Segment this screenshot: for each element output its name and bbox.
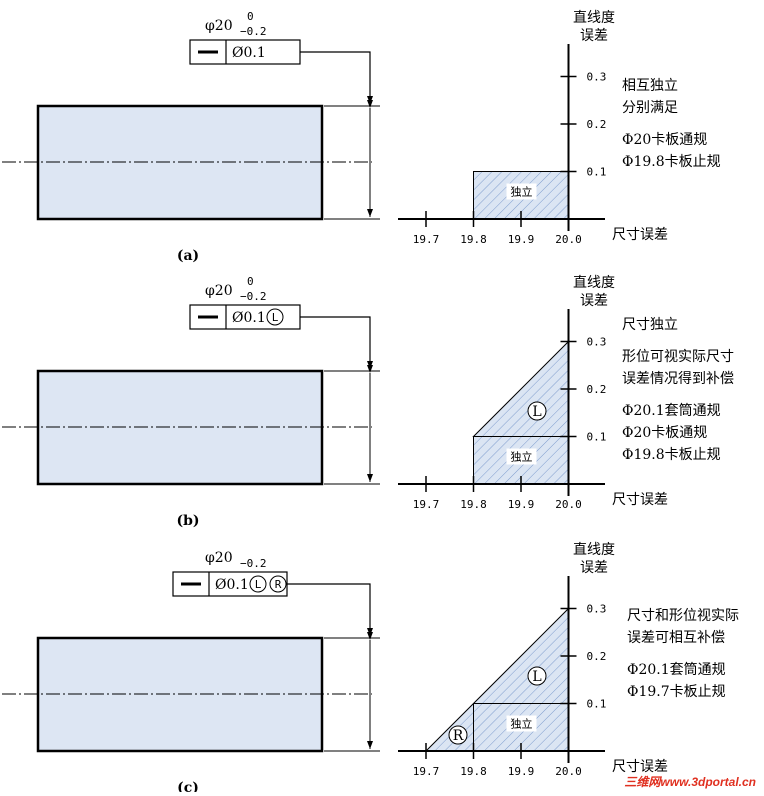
- x-tick-label: 20.0: [555, 233, 582, 246]
- note-line: 误差可相互补偿: [627, 630, 725, 646]
- note-line: Φ20卡板通规: [622, 132, 707, 148]
- fcf-leader: [300, 316, 373, 369]
- x-tick-label: 20.0: [555, 498, 582, 511]
- dimension-upper-deviation: 0: [247, 10, 254, 23]
- modifier-L-label: L: [255, 578, 262, 591]
- zone-label-independent: 独立: [511, 717, 533, 731]
- y-axis-title: 直线度: [573, 9, 615, 26]
- panel-caption: (b): [176, 513, 199, 529]
- zone-label-independent: 独立: [511, 450, 533, 464]
- fcf-leader: [300, 51, 373, 104]
- y-tick-label: 0.3: [587, 71, 607, 84]
- note-line: Φ20卡板通规: [622, 425, 707, 441]
- x-tick-label: 19.9: [508, 233, 535, 246]
- y-tick-label: 0.3: [587, 336, 607, 349]
- note-line: 尺寸独立: [622, 317, 678, 333]
- x-axis-title: 尺寸误差: [612, 492, 668, 508]
- x-tick-label: 20.0: [555, 765, 582, 778]
- y-axis-title: 直线度: [573, 541, 615, 558]
- zone-lmc-icon: [527, 401, 547, 421]
- y-axis-title-line2: 误差: [580, 293, 608, 309]
- note-line: Φ19.8卡板止规: [622, 447, 721, 463]
- modifier-L-icon: [249, 575, 267, 593]
- dimension-base: φ20: [205, 283, 233, 299]
- y-tick-label: 0.2: [587, 118, 607, 131]
- y-tick-label: 0.2: [587, 650, 607, 663]
- zone-label-bg: [506, 448, 537, 465]
- zone-lmc-icon: [527, 666, 547, 686]
- modifier-R-label: R: [275, 578, 282, 591]
- y-axis-title: 直线度: [573, 274, 615, 291]
- x-tick-label: 19.8: [460, 233, 487, 246]
- note-line: 分别满足: [622, 100, 678, 116]
- dimension-base: φ20: [205, 550, 233, 566]
- zone-label-lmc: L: [532, 404, 541, 420]
- y-tick-label: 0.1: [587, 166, 607, 179]
- x-axis-title: 尺寸误差: [612, 759, 668, 775]
- y-tick-label: 0.3: [587, 603, 607, 616]
- dimension-upper-deviation: 0: [247, 275, 254, 288]
- y-tick-label: 0.2: [587, 383, 607, 396]
- dimension-lower-deviation: −0.2: [240, 25, 267, 38]
- fcf-tolerance-value: Ø0.1: [215, 577, 249, 593]
- note-line: Φ20.1套筒通规: [627, 661, 726, 678]
- zone-label-bg: [506, 183, 537, 200]
- zone-label-lmc: L: [532, 669, 541, 685]
- y-axis-title-line2: 误差: [580, 28, 608, 44]
- modifier-R-icon: [269, 575, 287, 593]
- note-line: Φ19.7卡板止规: [627, 684, 726, 700]
- note-line: Φ20.1套筒通规: [622, 402, 721, 419]
- watermark: 三维网www.3dportal.cn: [624, 775, 756, 789]
- x-tick-label: 19.8: [460, 498, 487, 511]
- dimension-lower-deviation: −0.2: [240, 290, 267, 303]
- x-tick-label: 19.8: [460, 765, 487, 778]
- zone-label-bg: [506, 715, 537, 732]
- note-line: 误差情况得到补偿: [622, 370, 734, 387]
- x-tick-label: 19.9: [508, 765, 535, 778]
- note-line: 尺寸和形位视实际: [627, 608, 739, 624]
- y-tick-label: 0.1: [587, 698, 607, 711]
- fcf-leader: [287, 583, 373, 636]
- x-tick-label: 19.7: [413, 765, 440, 778]
- panel-a: φ20 0 −0.2Ø0.1 独立 19.7 19.8 19.9 20.0 0.3 0.2 0.1 直…: [2, 9, 721, 264]
- fcf-tolerance-value: Ø0.1: [232, 45, 266, 61]
- x-tick-label: 19.7: [413, 498, 440, 511]
- x-tick-label: 19.9: [508, 498, 535, 511]
- x-tick-label: 19.7: [413, 233, 440, 246]
- fcf-tolerance-value: Ø0.1: [232, 310, 266, 326]
- note-line: 相互独立: [622, 78, 678, 94]
- note-line: Φ19.8卡板止规: [622, 154, 721, 170]
- zone-reciprocity-icon: [448, 725, 468, 745]
- zone-label-independent: 独立: [511, 185, 533, 199]
- zone-label-reciprocity: R: [453, 728, 464, 744]
- modifier-L-icon: [266, 308, 284, 326]
- modifier-L-label: L: [272, 311, 279, 324]
- y-tick-label: 0.1: [587, 431, 607, 444]
- dimension-lower-deviation: −0.2: [240, 557, 267, 570]
- x-axis-title: 尺寸误差: [612, 227, 668, 243]
- zone-lmc: [472, 340, 569, 437]
- panel-caption: (a): [177, 248, 199, 264]
- panel-caption: (c): [177, 780, 199, 792]
- dimension-base: φ20: [205, 18, 233, 34]
- note-line: 形位可视实际尺寸: [622, 349, 734, 365]
- y-axis-title-line2: 误差: [580, 560, 608, 576]
